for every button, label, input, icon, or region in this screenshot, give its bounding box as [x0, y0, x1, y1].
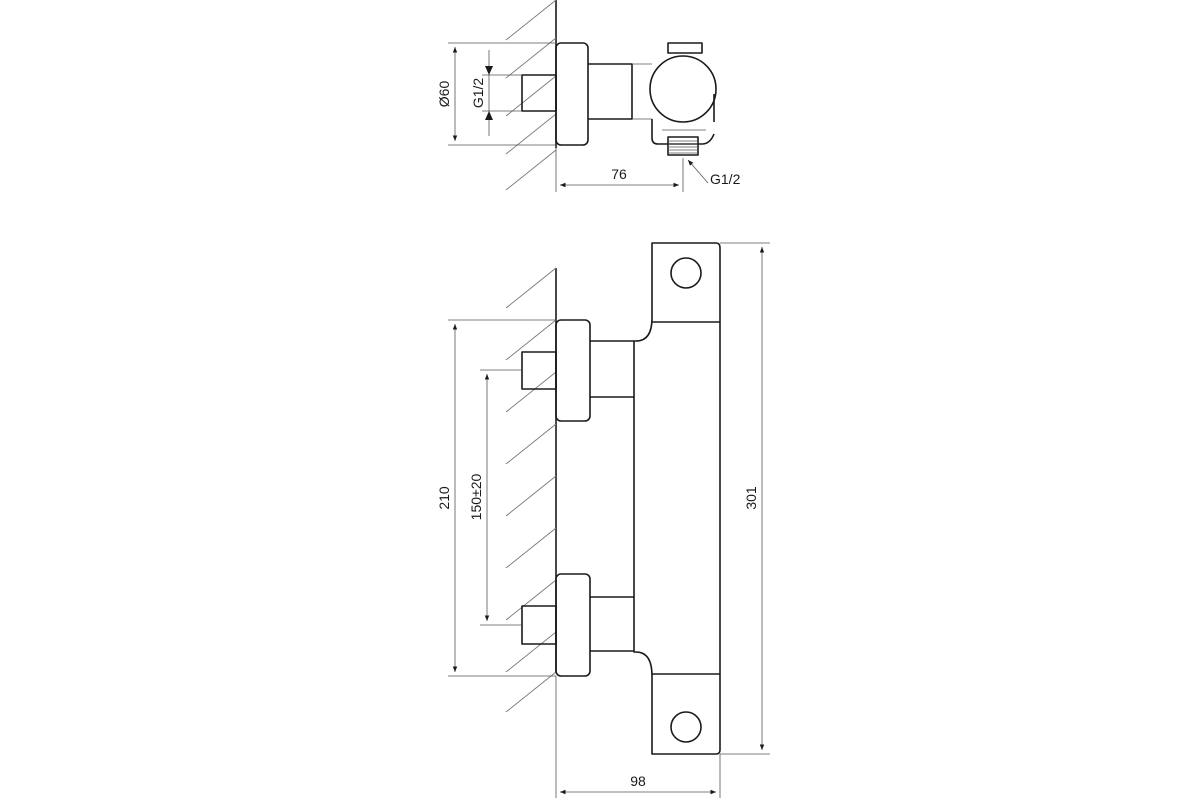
top-outlet-thread-label: G1/2: [710, 171, 741, 187]
front-lower-wall-flange: [555, 573, 591, 677]
front-mixer-body: [633, 242, 721, 755]
front-width-label: 98: [630, 773, 646, 789]
top-view: Ø60 G1/2 76 G1/2: [436, 0, 741, 192]
top-wall-flange: [555, 42, 589, 146]
top-diameter-label: Ø60: [436, 81, 452, 108]
front-wall-hatching: [505, 267, 557, 713]
top-depth-label: 76: [611, 166, 627, 182]
top-body-cap: [667, 42, 703, 54]
front-inlet-spacing-label: 150±20: [468, 473, 484, 520]
front-height-label: 301: [743, 486, 759, 510]
front-lower-arm: [590, 596, 634, 652]
front-top-knob-circle: [670, 257, 702, 289]
front-bottom-knob-circle: [670, 711, 702, 743]
front-upper-inlet-nipple: [521, 351, 557, 390]
top-outlet-leader: [687, 159, 709, 184]
front-upper-wall-flange: [555, 319, 591, 422]
top-threaded-outlet: [667, 136, 699, 156]
front-lower-inlet-nipple: [521, 605, 557, 645]
top-knob-circle: [649, 55, 717, 123]
front-view: 210 150±20 301 98: [436, 242, 770, 798]
top-inlet-thread-label: G1/2: [470, 78, 486, 109]
front-outer-spacing-label: 210: [436, 486, 452, 510]
top-wall-hatching: [505, 0, 557, 191]
top-connecting-arm: [588, 63, 633, 120]
front-upper-arm: [590, 340, 634, 398]
